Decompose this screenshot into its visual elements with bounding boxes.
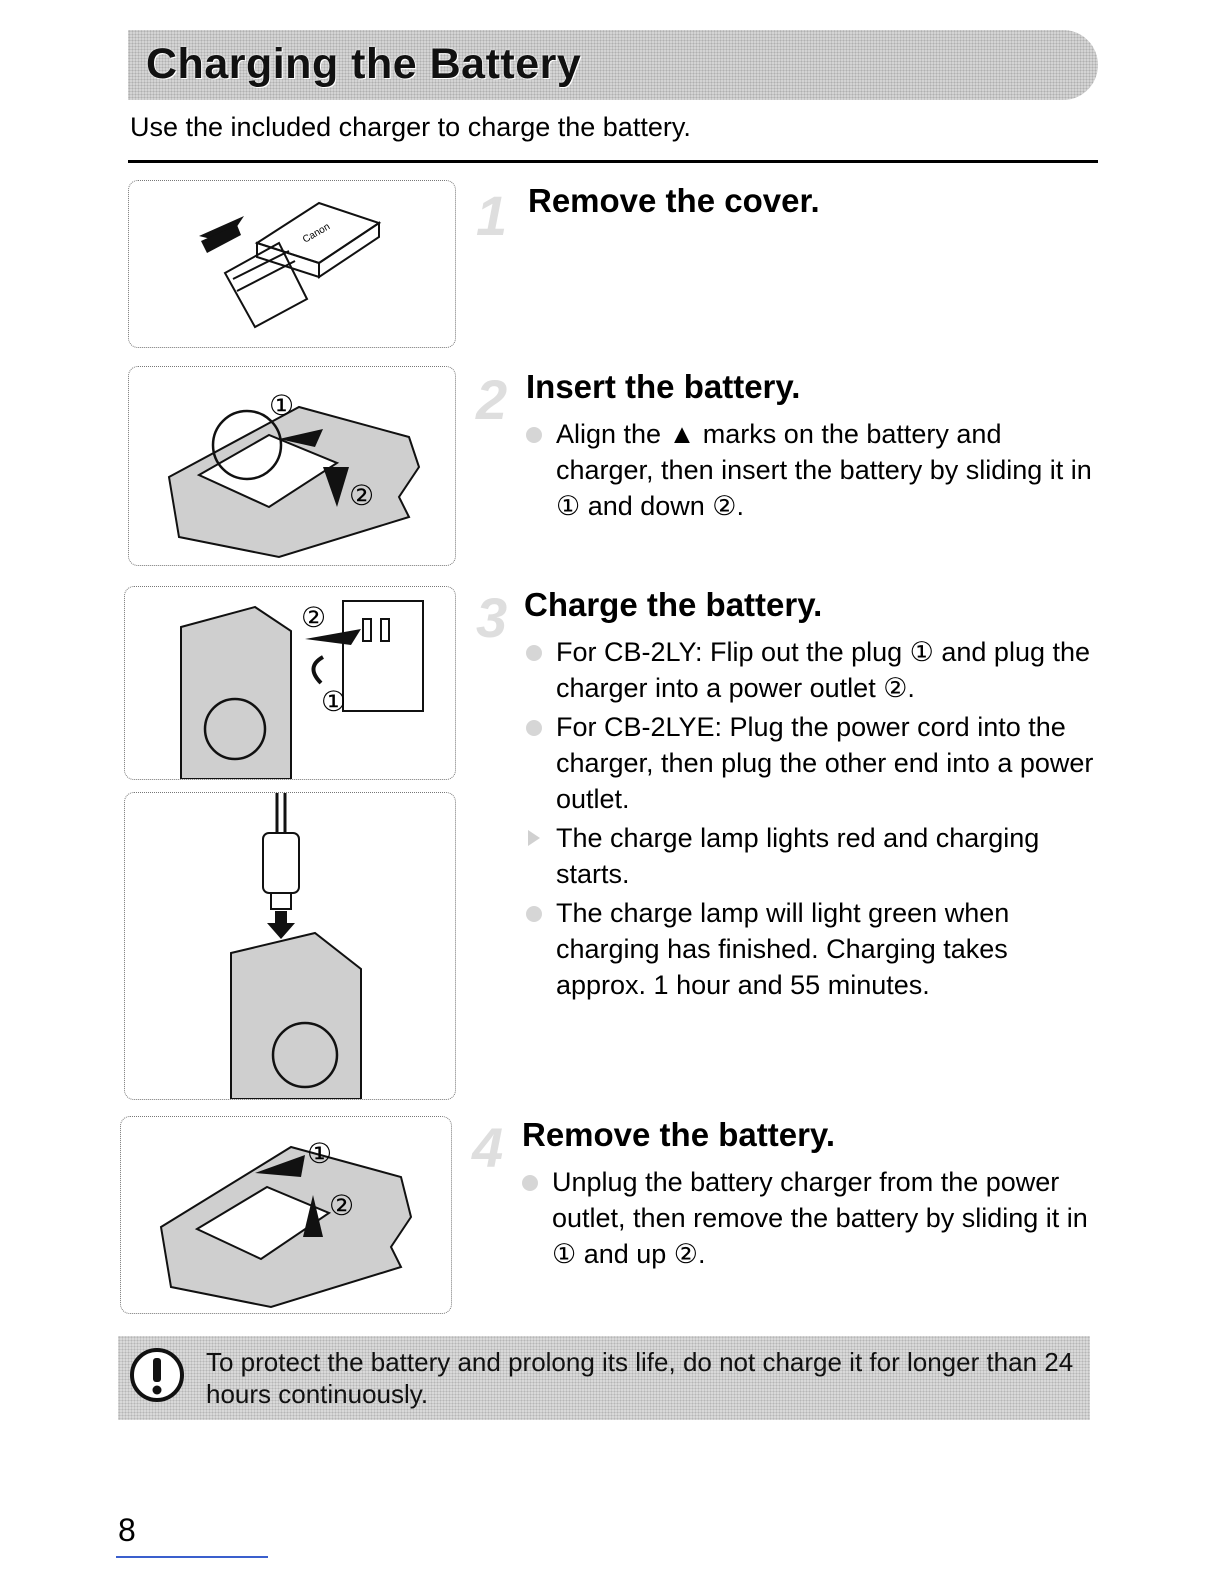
step-1-heading: Remove the cover. (528, 182, 820, 219)
remove-battery-illustration: ① ② (159, 1138, 413, 1309)
figure-charge-cord (124, 792, 456, 1100)
step-3-heading: Charge the battery. (524, 586, 823, 623)
bullet-icon (526, 427, 542, 443)
caution-icon (130, 1348, 184, 1402)
figure-marker-1: ① (321, 686, 346, 717)
bullet-icon (526, 720, 542, 736)
step-4-instructions: Unplug the battery charger from the powe… (522, 1164, 1096, 1275)
figure-insert-battery: ① ② (128, 366, 456, 566)
intro-text: Use the included charger to charge the b… (130, 112, 691, 142)
charger-cord-illustration (230, 793, 362, 1099)
page-number-underline (116, 1556, 268, 1558)
figure-marker-2: ② (301, 602, 326, 633)
step-number-3: 3 (476, 586, 508, 649)
step-4-item-1: Unplug the battery charger from the powe… (522, 1164, 1096, 1272)
step-2-instructions: Align the ▲ marks on the battery and cha… (526, 416, 1096, 527)
result-arrow-icon (528, 830, 540, 846)
step-3-instructions: For CB-2LY: Flip out the plug ① and plug… (526, 634, 1098, 1006)
bullet-icon (526, 906, 542, 922)
figure-marker-2: ② (349, 480, 374, 511)
page-title: Charging the Battery (146, 40, 582, 88)
step-3-item-4: The charge lamp will light green when ch… (526, 895, 1098, 1003)
insert-battery-illustration: ① ② (167, 390, 421, 559)
step-3-item-3: The charge lamp lights red and charging … (526, 820, 1098, 892)
caution-text: To protect the battery and prolong its l… (206, 1347, 1074, 1409)
step-number-2: 2 (476, 368, 508, 431)
figure-remove-battery: ① ② (120, 1116, 452, 1314)
step-4-heading: Remove the battery. (522, 1116, 835, 1153)
step-number-4: 4 (472, 1116, 504, 1179)
charger-plug-illustration: ② ① (180, 600, 424, 779)
bullet-icon (526, 645, 542, 661)
title-banner: Charging the Battery (128, 30, 1098, 100)
header-divider (128, 160, 1098, 163)
figure-charge-plug: ② ① (124, 586, 456, 780)
caution-box: To protect the battery and prolong its l… (118, 1336, 1090, 1420)
step-3-item-2: For CB-2LYE: Plug the power cord into th… (526, 709, 1098, 817)
figure-brand-label: Canon (301, 221, 332, 245)
remove-cover-illustration: Canon (199, 201, 382, 329)
step-3-item-1: For CB-2LY: Flip out the plug ① and plug… (526, 634, 1098, 706)
page-number: 8 (118, 1512, 136, 1548)
step-2-heading: Insert the battery. (526, 368, 801, 405)
step-number-1: 1 (476, 184, 508, 247)
bullet-icon (522, 1175, 538, 1191)
step-2-item-1: Align the ▲ marks on the battery and cha… (526, 416, 1096, 524)
figure-marker-1: ① (307, 1138, 332, 1169)
figure-remove-cover: Canon (128, 180, 456, 348)
figure-marker-1: ① (269, 390, 294, 421)
figure-marker-2: ② (329, 1190, 354, 1221)
